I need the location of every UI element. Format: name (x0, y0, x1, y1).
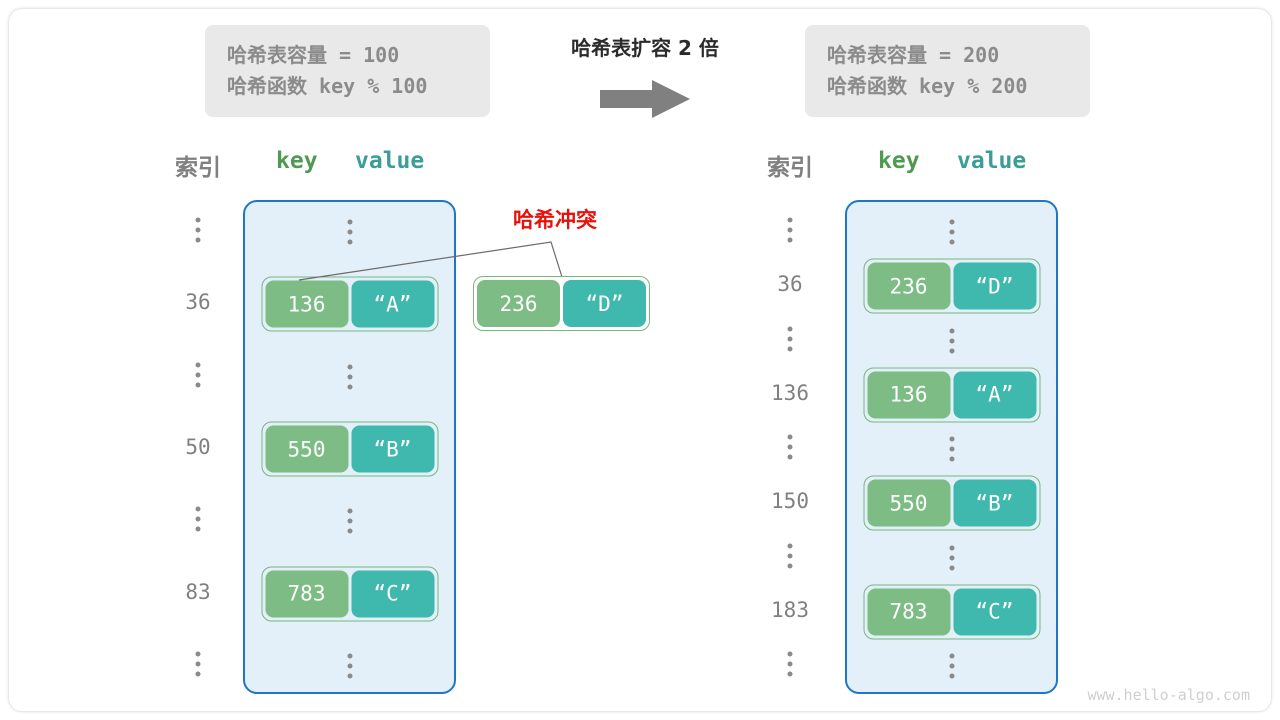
right-index-ellipsis (787, 651, 793, 677)
right-header-index: 索引 (767, 155, 813, 181)
table-row: 136“A” (863, 367, 1040, 423)
right-table-ellipsis (949, 545, 954, 570)
key-cell: 236 (867, 262, 950, 310)
key-cell: 550 (265, 425, 348, 473)
table-row: 236“D” (863, 258, 1040, 314)
left-index-ellipsis (195, 651, 201, 677)
left-index-column: 36 50 83 (163, 200, 233, 694)
left-index-label: 50 (185, 435, 211, 459)
right-table-ellipsis (949, 653, 954, 679)
left-hash-params-box: 哈希表容量 = 100 哈希函数 key % 100 (205, 25, 490, 117)
right-index-ellipsis (787, 543, 793, 568)
right-index-ellipsis (787, 434, 793, 460)
left-header-index: 索引 (175, 155, 221, 181)
value-cell: “B” (953, 479, 1036, 527)
page-title: 哈希表扩容 2 倍 (571, 36, 719, 60)
collision-key-cell: 236 (477, 280, 560, 327)
table-row: 136“A” (261, 276, 438, 332)
value-cell: “A” (351, 280, 434, 328)
key-cell: 783 (265, 570, 348, 618)
left-table-ellipsis (347, 653, 352, 679)
watermark: www.hello-algo.com (1087, 686, 1250, 704)
value-cell: “D” (953, 262, 1036, 310)
right-hash-table: 236“D” 136“A” 550“B” 783“C” (845, 200, 1058, 694)
collision-label: 哈希冲突 (513, 208, 597, 232)
left-index-ellipsis (195, 506, 201, 532)
left-index-ellipsis (195, 362, 201, 388)
left-index-label: 83 (185, 579, 211, 604)
left-table-ellipsis (347, 219, 352, 245)
right-index-ellipsis (787, 217, 793, 243)
right-header-key: key (878, 148, 920, 174)
table-row: 783“C” (863, 584, 1040, 640)
table-row: 550“B” (863, 475, 1040, 531)
left-hashfunc-line: 哈希函数 key % 100 (227, 74, 428, 98)
key-cell: 783 (867, 588, 950, 636)
key-cell: 136 (265, 280, 348, 328)
right-capacity-line: 哈希表容量 = 200 (827, 43, 1000, 67)
right-header-value: value (957, 148, 1027, 174)
collision-kv-row: 236 “D” (473, 276, 650, 331)
right-index-label: 150 (771, 489, 809, 514)
right-arrow-icon (600, 80, 690, 118)
left-table-ellipsis (347, 508, 352, 534)
left-index-label: 36 (185, 290, 211, 315)
table-row: 783“C” (261, 566, 438, 622)
collision-value-cell: “D” (563, 280, 646, 327)
right-index-label: 36 (777, 272, 803, 297)
left-hash-table: 136“A” 550“B” 783“C” (243, 200, 456, 694)
left-capacity-line: 哈希表容量 = 100 (227, 43, 400, 67)
value-cell: “C” (953, 588, 1036, 636)
diagram-frame (8, 8, 1272, 712)
value-cell: “C” (351, 570, 434, 618)
right-table-ellipsis (949, 219, 954, 245)
value-cell: “B” (351, 425, 434, 473)
right-table-ellipsis (949, 328, 954, 353)
right-index-ellipsis (787, 326, 793, 351)
right-index-column: 36 136 150 183 (755, 200, 825, 694)
right-hashfunc-line: 哈希函数 key % 200 (827, 74, 1028, 98)
left-index-ellipsis (195, 217, 201, 243)
right-table-ellipsis (949, 436, 954, 462)
left-table-ellipsis (347, 364, 352, 390)
left-header-key: key (276, 148, 318, 174)
right-index-label: 183 (771, 597, 809, 622)
right-hash-params-box: 哈希表容量 = 200 哈希函数 key % 200 (805, 25, 1090, 117)
right-index-label: 136 (771, 380, 809, 405)
left-header-value: value (355, 148, 425, 174)
table-row: 550“B” (261, 421, 438, 477)
key-cell: 550 (867, 479, 950, 527)
value-cell: “A” (953, 371, 1036, 419)
key-cell: 136 (867, 371, 950, 419)
